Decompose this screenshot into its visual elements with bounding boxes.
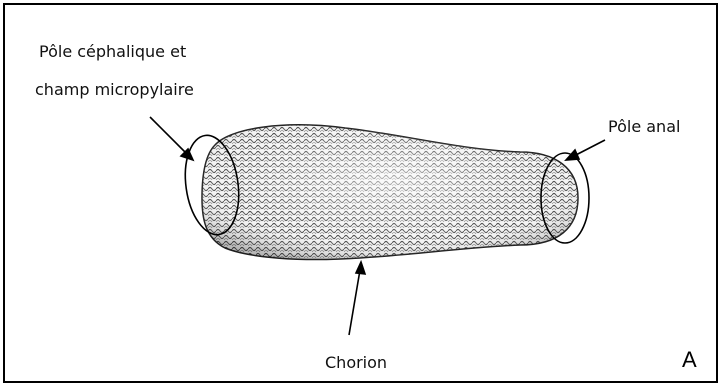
panel-letter: A (682, 347, 697, 373)
arrow-chorion (349, 262, 365, 335)
label-cephalic-line1: Pôle céphalique et (39, 42, 186, 62)
label-cephalic-line2: champ micropylaire (35, 80, 194, 100)
arrow-cephalic (150, 117, 193, 160)
label-chorion: Chorion (325, 353, 387, 373)
figure-frame: Pôle céphalique et champ micropylaire Pô… (3, 3, 718, 383)
label-anal-pole: Pôle anal (608, 117, 680, 137)
arrow-anal (566, 140, 605, 160)
